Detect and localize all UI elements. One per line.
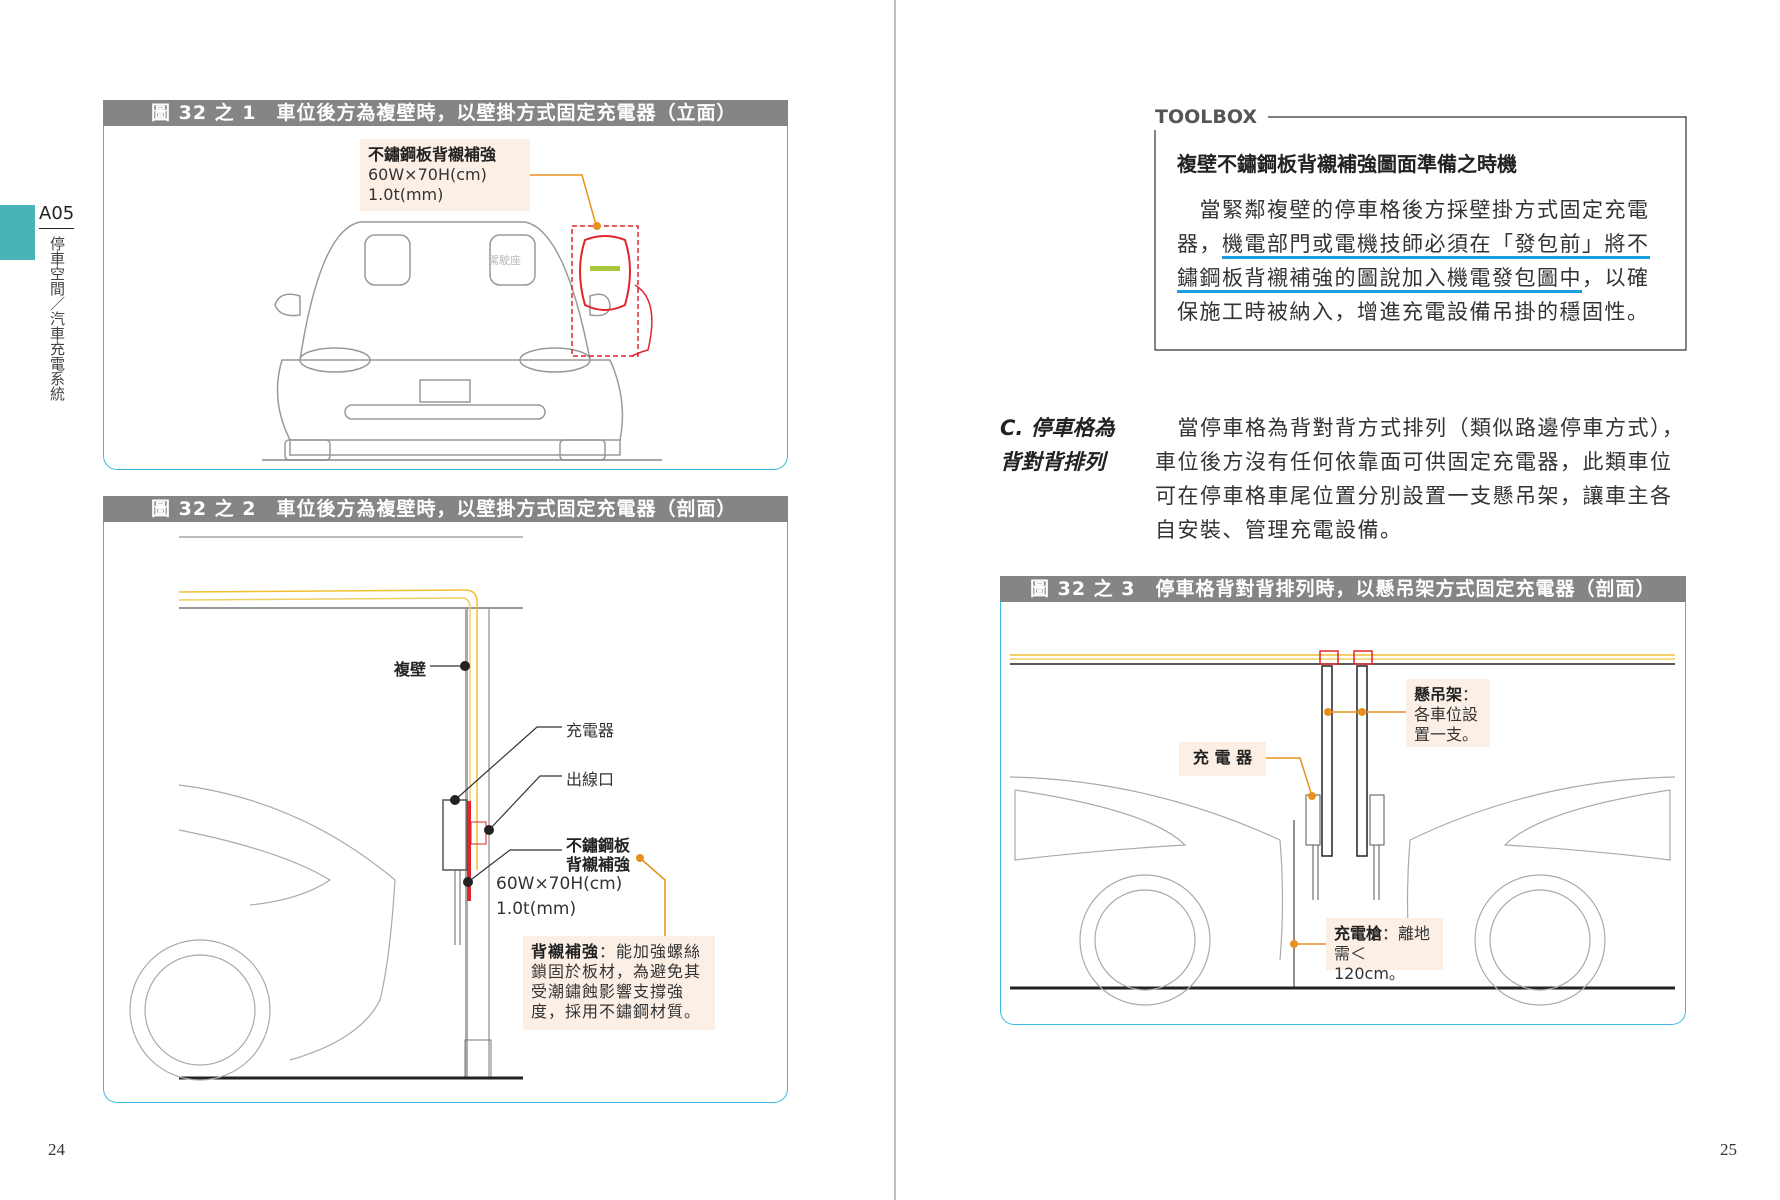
car-rear-right xyxy=(1406,776,1676,1006)
chargers-fig3 xyxy=(1305,794,1385,900)
callout-title: 不鏽鋼板背襯補強 xyxy=(368,145,497,164)
gun-callout: 充電槍：離地 需＜120cm。 xyxy=(1326,918,1443,983)
wall-charger-elevation xyxy=(571,225,653,357)
toolbox-line: 器，機電部門或電機技師必須在「發包前」將不 xyxy=(1177,228,1650,259)
toolbox-line: 當緊鄰複壁的停車格後方採壁掛方式固定充電 xyxy=(1177,198,1650,222)
note-line: 鎖固於板材，為避免其 xyxy=(531,962,702,981)
section-c-line: 自安裝、管理充電設備。 xyxy=(1155,518,1403,542)
car-front-drawing xyxy=(274,221,624,461)
callout-leader xyxy=(530,174,597,226)
toolbox-title: 複壁不鏽鋼板背襯補強圖面準備之時機 xyxy=(1177,152,1517,176)
section-c-line: 可在停車格車尾位置分別設置一支懸吊架，讓車主各 xyxy=(1155,484,1673,508)
charger-indicator xyxy=(590,266,620,271)
note-title: 背襯補強 xyxy=(531,942,600,961)
figure1-frame xyxy=(103,126,788,470)
gun-line: 需＜120cm。 xyxy=(1334,944,1405,983)
section-c-heading-1: C. 停車格為 xyxy=(1000,416,1115,440)
label-wall: 複壁 xyxy=(394,660,427,679)
dim2: 1.0t(mm) xyxy=(496,899,577,919)
figure3-frame xyxy=(1000,602,1686,1025)
figure2-note: 背襯補強：能加強螺絲 鎖固於板材，為避免其 受潮鏽蝕影響支撐強 度，採用不鏽鋼材… xyxy=(523,936,715,1030)
label-charger: 充電器 xyxy=(566,721,615,740)
car-rear-left xyxy=(1009,776,1284,1006)
page-number-left: 24 xyxy=(48,1140,65,1159)
toolbox-line: 保施工時被納入，增進充電設備吊掛的穩固性。 xyxy=(1177,300,1650,324)
section-c-line: 車位後方沒有任何依靠面可供固定充電器，此類車位 xyxy=(1155,450,1673,474)
note-line: 受潮鏽蝕影響支撐強 xyxy=(531,982,685,1001)
hanger-line: 各車位設 xyxy=(1414,705,1479,724)
car-rear-side-left xyxy=(129,784,396,1081)
note-line: 度，採用不鏽鋼材質。 xyxy=(531,1002,702,1021)
label-plate-2: 背襯補強 xyxy=(566,855,631,874)
callout-dim2: 1.0t(mm) xyxy=(368,185,444,204)
chapter-code: A05 xyxy=(39,203,75,229)
gun-title: 充電槍 xyxy=(1334,924,1383,943)
steel-plate-backing xyxy=(467,801,471,901)
toolbox-underlined-text: 機電部門或電機技師必須在「發包前」將不 xyxy=(1222,232,1650,259)
figure1-callout: 不鏽鋼板背襯補強 60W×70H(cm) 1.0t(mm) xyxy=(360,139,530,211)
toolbox-text: ，以確 xyxy=(1582,266,1650,290)
page-number-right: 25 xyxy=(1720,1140,1737,1159)
toolbox-frame xyxy=(1154,116,1687,351)
figure2-frame xyxy=(103,522,788,1103)
hanger-line: ： xyxy=(1462,685,1479,704)
seat-text: 駕駛座 xyxy=(488,254,521,267)
hanger-title: 懸吊架 xyxy=(1414,685,1463,704)
label-outlet: 出線口 xyxy=(566,770,615,789)
leader-lines xyxy=(430,665,562,883)
dim1: 60W×70H(cm) xyxy=(496,874,623,894)
toolbox-underlined-text: 鏽鋼板背襯補強的圖說加入機電發包圖中 xyxy=(1177,266,1582,293)
toolbox-label: TOOLBOX xyxy=(1155,106,1263,128)
figure1-title: 圖 32 之 1 車位後方為複壁時，以壁掛方式固定充電器（立面） xyxy=(103,100,788,126)
chapter-title: 停車空間／汽車充電系統 xyxy=(48,236,66,401)
hanger-racks xyxy=(1319,650,1373,857)
note-line: ：能加強螺絲 xyxy=(599,942,702,961)
charger-callout: 充 電 器 xyxy=(1179,742,1266,776)
figure2-title: 圖 32 之 2 車位後方為複壁時，以壁掛方式固定充電器（剖面） xyxy=(103,496,788,522)
toolbox-text: 器， xyxy=(1177,232,1222,256)
section-c-heading-2: 背對背排列 xyxy=(1000,450,1105,474)
hanger-callout: 懸吊架： 各車位設 置一支。 xyxy=(1406,679,1490,747)
gun-line: ：離地 xyxy=(1382,924,1431,943)
ceiling-slab-fig3 xyxy=(1010,654,1675,665)
callout-dim1: 60W×70H(cm) xyxy=(368,165,487,184)
section-c-line: 當停車格為背對背方式排列（類似路邊停車方式）， xyxy=(1155,416,1685,440)
toolbox-line: 鏽鋼板背襯補強的圖說加入機電發包圖中，以確 xyxy=(1177,262,1650,293)
figure3-title: 圖 32 之 3 停車格背對背排列時，以懸吊架方式固定充電器（剖面） xyxy=(1000,576,1686,602)
label-plate-1: 不鏽鋼板 xyxy=(566,836,631,855)
hanger-line: 置一支。 xyxy=(1414,725,1479,744)
chapter-tab-marker xyxy=(0,205,35,260)
ceiling-slab-section xyxy=(178,536,523,870)
